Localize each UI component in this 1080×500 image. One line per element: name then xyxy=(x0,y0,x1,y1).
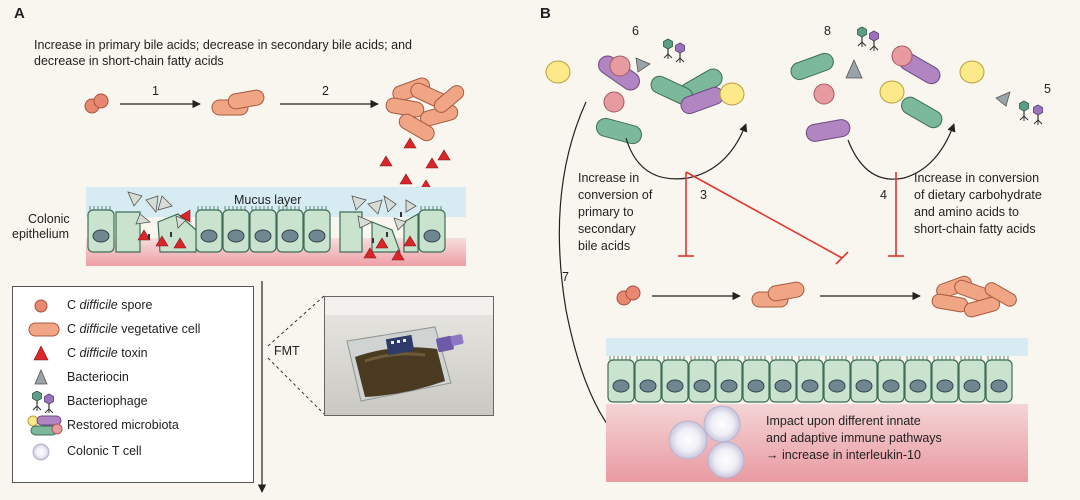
bile-acid-text-line-2: conversion of xyxy=(578,188,653,202)
immune-pathway-arrow xyxy=(558,101,629,449)
panel-b xyxy=(545,26,1044,482)
caption-line-1: Increase in primary bile acids; decrease… xyxy=(34,38,412,52)
vegetative-cell-icon xyxy=(28,322,60,337)
immune-text-line-2: and adaptive immune pathways xyxy=(766,431,942,445)
toxins-on-epithelium xyxy=(137,209,417,261)
t-cell-icon xyxy=(32,443,50,461)
panel-a xyxy=(84,77,466,493)
step-8-label: 8 xyxy=(824,24,831,38)
photo-callout-top xyxy=(267,295,325,347)
legend-item-bacteriocin: Bacteriocin xyxy=(27,367,247,389)
step-1-label: 1 xyxy=(152,84,159,98)
inhibition-lines xyxy=(678,171,904,265)
photo-callout-bottom xyxy=(267,357,325,415)
toxin-icon xyxy=(33,345,49,361)
t-cell-cluster xyxy=(668,405,745,479)
bile-acid-text-line-4: secondary xyxy=(578,222,636,236)
bile-acid-text-line-1: Increase in xyxy=(578,171,640,185)
scfa-cycle-arrow xyxy=(847,123,956,180)
microbiota-cluster-left xyxy=(545,38,745,145)
immune-text-line-3: → increase in interleukin-10 xyxy=(766,448,921,462)
step-7-label: 7 xyxy=(562,270,569,284)
step-3-label: 3 xyxy=(700,188,707,202)
vegetative-pair-icon xyxy=(211,89,265,116)
legend-item-vegetative-cell: C difficile vegetative cell xyxy=(27,319,247,341)
scfa-text-line-2: of dietary carbohydrate xyxy=(914,188,1042,202)
scfa-text-line-4: short-chain fatty acids xyxy=(914,222,1036,236)
caption-line-2: decrease in short-chain fatty acids xyxy=(34,54,224,68)
spore-pair-b-icon xyxy=(616,285,641,306)
legend-item-microbiota: Restored microbiota xyxy=(27,415,247,437)
panel-a-label: A xyxy=(14,5,25,22)
panel-b-label: B xyxy=(540,5,551,22)
colonic-epithelium-b xyxy=(607,355,1013,403)
bacteriocin-fragments xyxy=(127,191,417,231)
legend-item-toxin: C difficile toxin xyxy=(27,343,247,365)
vegetative-pair-b-icon xyxy=(751,281,805,308)
microbiota-icon xyxy=(27,415,63,436)
microbiota-cluster-right xyxy=(790,26,1044,142)
bile-acid-text-line-3: primary to xyxy=(578,205,634,219)
vegetative-cluster-icon xyxy=(385,77,465,142)
fmt-bag-photo xyxy=(324,296,494,416)
vegetative-cluster-b-icon xyxy=(931,275,1017,318)
legend-item-t-cell: Colonic T cell xyxy=(27,441,247,463)
step-5-label: 5 xyxy=(1044,82,1051,96)
spore-icon xyxy=(34,299,48,313)
legend: C difficile spore C difficile vegetative… xyxy=(12,286,254,483)
step-6-label: 6 xyxy=(632,24,639,38)
bacteriocin-icon xyxy=(34,368,48,385)
debris-bits xyxy=(148,212,402,243)
legend-item-bacteriophage: Bacteriophage xyxy=(27,391,247,413)
epithelium-label-line-2: epithelium xyxy=(12,227,69,241)
spore-pair-icon xyxy=(84,93,109,114)
legend-item-spore: C difficile spore xyxy=(27,295,247,317)
step-2-label: 2 xyxy=(322,84,329,98)
scfa-text-line-1: Increase in conversion xyxy=(914,171,1040,185)
fmt-bag-drawing xyxy=(325,297,493,402)
fmt-label: FMT xyxy=(274,344,300,358)
scfa-text-line-3: and amino acids to xyxy=(914,205,1019,219)
bacteriophage-icon xyxy=(31,391,55,413)
immune-text-line-1: Impact upon different innate xyxy=(766,414,921,428)
bile-acid-text-line-5: bile acids xyxy=(578,239,631,253)
mucus-layer-label: Mucus layer xyxy=(234,193,302,207)
step-4-label: 4 xyxy=(880,188,887,202)
mucus-layer-b xyxy=(606,338,1028,356)
bile-acid-cycle-arrow xyxy=(625,123,748,180)
epithelium-label-line-1: Colonic xyxy=(28,212,70,226)
